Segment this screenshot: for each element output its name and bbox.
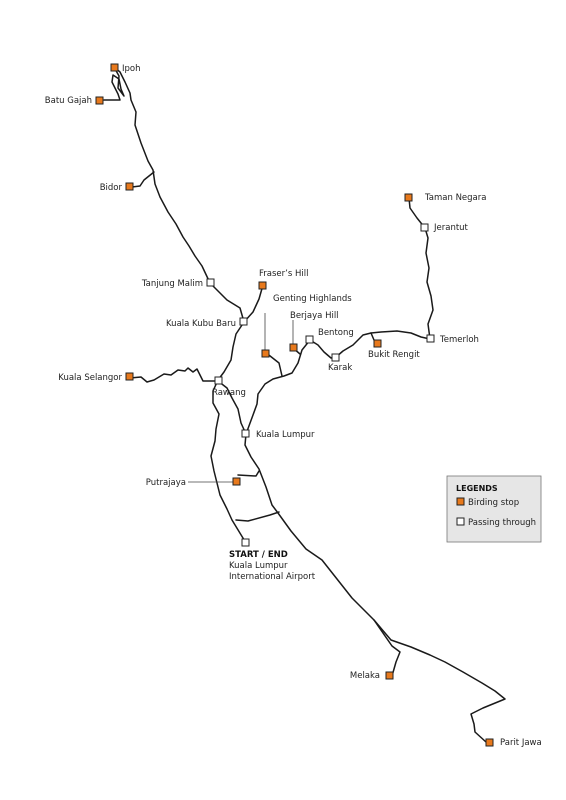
route-genting-spur xyxy=(264,351,283,377)
label-frasers-hill: Fraser’s Hill xyxy=(259,269,308,279)
route-bidor-spur xyxy=(131,171,155,188)
legend: LEGENDS Birding stop Passing through xyxy=(446,475,542,543)
label-parit-jawa: Parit Jawa xyxy=(500,738,542,748)
marker-putrajaya[interactable] xyxy=(232,477,241,486)
label-rawang: Rawang xyxy=(212,388,246,398)
legend-passing-through-label: Passing through xyxy=(468,518,536,528)
legend-box xyxy=(446,475,542,543)
label-karak: Karak xyxy=(328,363,352,373)
marker-berjaya-hill[interactable] xyxy=(289,343,298,352)
route-temerloh-to-taman-negara xyxy=(408,197,434,340)
marker-bukit-rengit[interactable] xyxy=(373,339,382,348)
marker-melaka[interactable] xyxy=(385,671,394,680)
marker-bentong[interactable] xyxy=(305,335,314,344)
marker-frasers-hill[interactable] xyxy=(258,281,267,290)
marker-kuala-kubu-baru[interactable] xyxy=(239,317,248,326)
label-bidor: Bidor xyxy=(100,183,123,193)
passing-through-markers xyxy=(206,223,435,547)
place-labels: Ipoh Batu Gajah Bidor Tanjung Malim Fras… xyxy=(45,64,542,748)
label-klia-line1: Kuala Lumpur xyxy=(229,561,288,571)
route-klia-to-melaka-road xyxy=(235,511,280,522)
legend-birding-stop-label: Birding stop xyxy=(468,498,519,508)
route-ipoh-to-kkb xyxy=(113,66,245,323)
marker-bidor[interactable] xyxy=(125,182,134,191)
marker-tanjung-malim[interactable] xyxy=(206,278,215,287)
route-frasers-spur xyxy=(243,284,264,323)
label-kuala-kubu-baru: Kuala Kubu Baru xyxy=(166,319,236,329)
label-klia-line2: International Airport xyxy=(229,572,316,582)
label-bukit-rengit: Bukit Rengit xyxy=(368,350,420,360)
marker-jerantut[interactable] xyxy=(420,223,429,232)
legend-title: LEGENDS xyxy=(456,484,498,493)
label-bentong: Bentong xyxy=(318,328,354,338)
label-kuala-selangor: Kuala Selangor xyxy=(58,373,122,383)
label-kuala-lumpur: Kuala Lumpur xyxy=(256,430,315,440)
route-ipoh-loop xyxy=(103,66,125,101)
route-melaka-spur xyxy=(373,619,401,677)
route-kl-to-genting xyxy=(245,330,431,435)
birding-stop-markers xyxy=(95,63,494,747)
marker-klia[interactable] xyxy=(241,538,250,547)
marker-rawang[interactable] xyxy=(214,376,223,385)
label-ipoh: Ipoh xyxy=(122,64,141,74)
marker-parit-jawa[interactable] xyxy=(485,738,494,747)
label-berjaya-hill: Berjaya Hill xyxy=(290,311,339,321)
route-kkb-to-klia xyxy=(210,321,247,544)
label-taman-negara: Taman Negara xyxy=(424,193,486,203)
label-tanjung-malim: Tanjung Malim xyxy=(141,279,203,289)
marker-kuala-selangor[interactable] xyxy=(125,372,134,381)
label-melaka: Melaka xyxy=(350,671,380,681)
marker-karak[interactable] xyxy=(331,353,340,362)
marker-temerloh[interactable] xyxy=(426,334,435,343)
marker-genting-highlands[interactable] xyxy=(261,349,270,358)
label-start-end: START / END xyxy=(229,550,288,560)
leader-lines xyxy=(188,313,294,483)
label-batu-gajah: Batu Gajah xyxy=(45,96,92,106)
label-temerloh: Temerloh xyxy=(439,335,479,345)
label-jerantut: Jerantut xyxy=(433,223,469,233)
route-putrajaya-loop xyxy=(237,470,260,477)
route-kuala-selangor-spur xyxy=(129,367,219,383)
label-genting-highlands: Genting Highlands xyxy=(273,294,352,304)
marker-kuala-lumpur[interactable] xyxy=(241,429,250,438)
route-lines xyxy=(103,66,506,743)
legend-passing-through-swatch xyxy=(456,517,465,526)
marker-batu-gajah[interactable] xyxy=(95,96,104,105)
marker-taman-negara[interactable] xyxy=(404,193,413,202)
label-putrajaya: Putrajaya xyxy=(146,478,186,488)
legend-birding-stop-swatch xyxy=(456,497,465,506)
marker-ipoh[interactable] xyxy=(110,63,119,72)
